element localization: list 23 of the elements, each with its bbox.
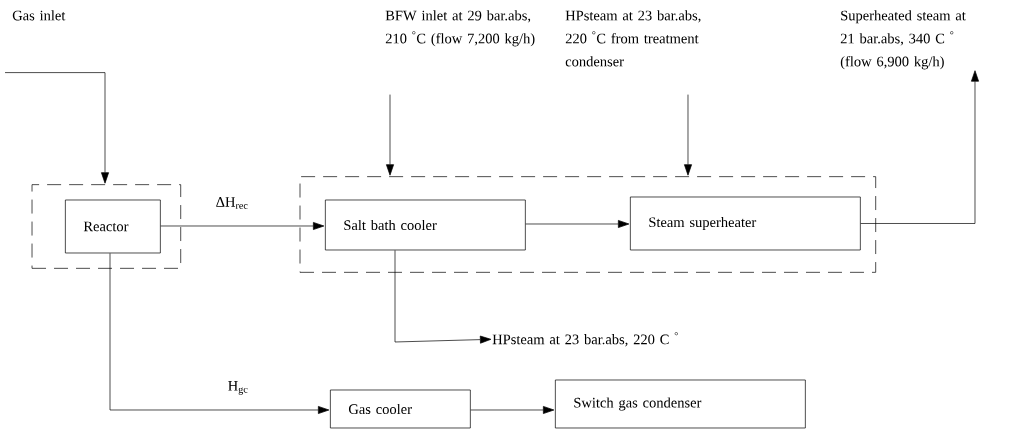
arrow [470, 406, 555, 414]
arrow [860, 70, 979, 224]
process-box: Reactor [65, 199, 161, 254]
flow-label: BFW inlet at 29 bar.abs, 210 $^{°}$C (flow 7,200 kg/h) [385, 10, 535, 47]
process-box: Gas cooler [330, 389, 471, 429]
arrow [386, 94, 394, 176]
arrow [160, 222, 325, 230]
flow-label: Superheated steam at 21 bar.abs, 340 C $^{°}$ (flow 6,900 kg/h) [840, 10, 966, 70]
process-box: Switch gas condenser [555, 379, 806, 429]
arrow [4, 72, 109, 184]
arrow [525, 220, 630, 228]
process-box: Salt bath cooler [325, 199, 526, 251]
dashed-boundary [299, 176, 877, 273]
arrow [109, 253, 330, 414]
flow-label: HPsteam at 23 bar.abs, 220 C $^{°}$ [492, 332, 678, 347]
arrow [684, 94, 692, 176]
dashed-boundary [31, 184, 182, 269]
edge-label: ΔH$_{rec}$ [214, 196, 250, 210]
flow-label: Gas inlet [12, 10, 66, 21]
edge-label: H$_{gc}$ [226, 380, 250, 396]
process-box: Steam superheater [630, 196, 861, 251]
arrow [394, 250, 492, 344]
flow-label: HPsteam at 23 bar.abs, 220 $^{°}$C from treatment condenser [565, 10, 701, 67]
